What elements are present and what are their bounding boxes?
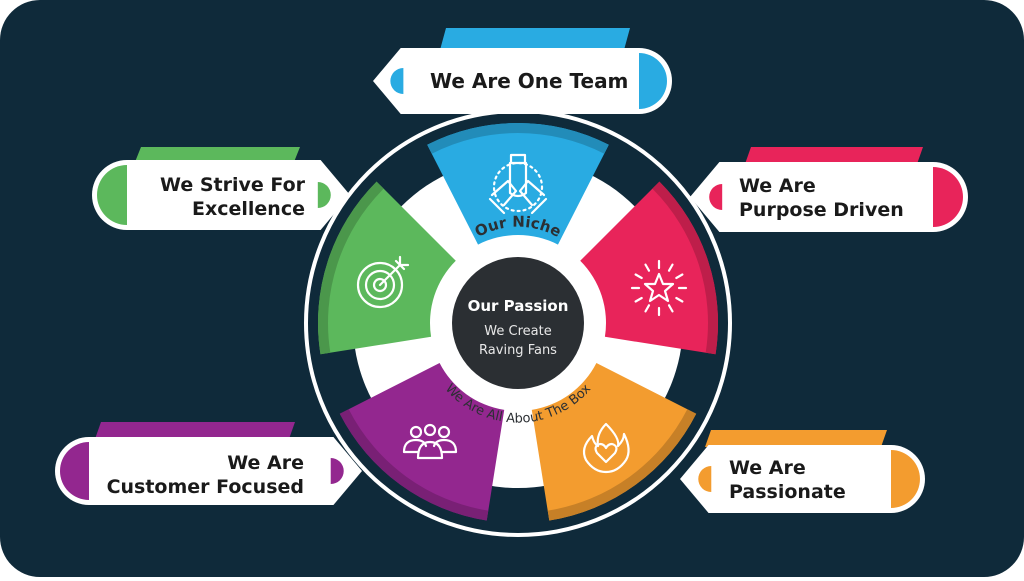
center-subtitle-line2: Raving Fans [479,343,557,358]
tag-customer [55,422,362,505]
tag-end-cap [60,442,89,500]
segment-fill [427,123,609,245]
tag-end-cap [891,450,920,508]
outer-ring [304,109,732,537]
flame-heart-icon [582,422,630,474]
center-subtitle: We Create Raving Fans [448,322,588,360]
label-purpose-line2: Purpose Driven [739,199,904,221]
tag-tab [440,28,630,50]
tag-passionate [680,430,925,513]
teamwork-hands-icon [488,153,548,215]
label-team: We Are One Team [430,69,628,93]
label-purpose: We Are Purpose Driven [739,174,904,222]
tag-end-cap [933,167,963,227]
tag-body [55,437,362,505]
tag-end-cap [97,165,127,225]
center-title: Our Passion [467,297,569,315]
segment-team [427,123,609,245]
segment-purpose [580,181,718,355]
segment-rim [652,181,718,355]
segment-rim [427,123,609,154]
star-burst-icon [630,259,688,317]
tag-dot [698,466,712,492]
tag-dot [390,68,404,94]
tag-tab [135,147,300,162]
tag-dot [317,182,331,208]
segment-rim [547,409,697,521]
center-subtitle-line1: We Create [484,324,552,339]
label-passionate: We Are Passionate [729,456,846,504]
segment-rim [339,409,489,521]
label-customer: We Are Customer Focused [107,451,304,499]
target-arrow-icon [356,255,410,309]
center-circle [452,257,584,389]
segment-excellence [318,181,456,355]
tag-dot [709,184,723,210]
tag-dot [330,458,344,484]
label-excellence: We Strive For Excellence [160,173,305,221]
people-group-icon [402,423,458,460]
label-excellence-line1: We Strive For [160,174,305,196]
tag-body [373,48,672,114]
tag-tab [705,430,887,447]
segment-passionate [531,362,697,521]
tag-purpose [690,147,968,232]
tag-body [680,445,925,513]
tag-tab [95,422,295,439]
tag-body [690,162,968,232]
tag-tab [745,147,923,164]
label-passionate-line1: We Are [729,457,806,479]
segment-fill [531,362,697,521]
label-purpose-line1: We Are [739,175,816,197]
label-customer-line1: We Are [227,452,304,474]
tag-excellence [92,147,350,230]
segment-rim [318,181,384,355]
tag-body [92,160,350,230]
tag-team [373,28,672,114]
tag-end-cap [639,53,667,109]
label-team-text: We Are One Team [430,69,629,93]
label-excellence-line2: Excellence [192,198,305,220]
label-passionate-line2: Passionate [729,481,846,503]
label-customer-line2: Customer Focused [106,476,304,498]
